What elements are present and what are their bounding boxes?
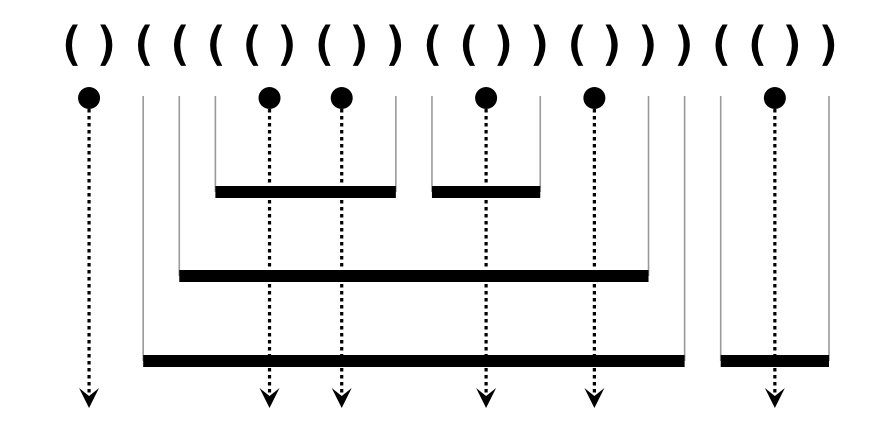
singleton-arrows bbox=[78, 87, 786, 408]
bracket-bar bbox=[179, 270, 649, 282]
close-paren: ) bbox=[815, 17, 843, 71]
open-paren: ( bbox=[707, 17, 735, 71]
close-paren: ) bbox=[779, 17, 807, 71]
open-paren: ( bbox=[418, 17, 446, 71]
bracket-bar bbox=[431, 186, 541, 198]
singleton-marker bbox=[330, 87, 353, 408]
arrowhead-icon bbox=[584, 388, 605, 408]
bracket-bar bbox=[215, 186, 396, 198]
open-paren: ( bbox=[743, 17, 771, 71]
bracket-pair bbox=[431, 96, 542, 198]
close-paren: ) bbox=[93, 17, 121, 71]
arrowhead-icon bbox=[476, 388, 497, 408]
singleton-dot bbox=[258, 87, 281, 109]
close-paren: ) bbox=[671, 17, 699, 71]
close-paren: ) bbox=[382, 17, 410, 71]
close-paren: ) bbox=[599, 17, 627, 71]
close-paren: ) bbox=[490, 17, 518, 71]
close-paren: ) bbox=[346, 17, 374, 71]
singleton-dot bbox=[330, 87, 353, 109]
open-paren: ( bbox=[165, 17, 193, 71]
singleton-dot bbox=[78, 87, 101, 109]
close-paren: ) bbox=[274, 17, 302, 71]
bracket-pair bbox=[142, 96, 686, 367]
singleton-marker bbox=[78, 87, 101, 408]
singleton-marker bbox=[475, 87, 498, 408]
singleton-marker bbox=[258, 87, 281, 408]
nesting-brackets bbox=[142, 96, 830, 367]
bracket-pair bbox=[178, 96, 650, 282]
arrowhead-icon bbox=[259, 388, 280, 408]
arrowhead-icon bbox=[79, 388, 100, 408]
singleton-marker bbox=[763, 87, 786, 408]
singleton-marker bbox=[583, 87, 606, 408]
singleton-dot bbox=[583, 87, 606, 109]
bracket-pair bbox=[214, 96, 397, 198]
singleton-dot bbox=[475, 87, 498, 109]
close-paren: ) bbox=[635, 17, 663, 71]
bracket-bar bbox=[143, 355, 685, 367]
open-paren: ( bbox=[57, 17, 85, 71]
open-paren: ( bbox=[129, 17, 157, 71]
arrowhead-icon bbox=[764, 388, 785, 408]
arrowhead-icon bbox=[331, 388, 352, 408]
open-paren: ( bbox=[310, 17, 338, 71]
singleton-dot bbox=[763, 87, 786, 109]
close-paren: ) bbox=[526, 17, 554, 71]
open-paren: ( bbox=[562, 17, 590, 71]
open-paren: ( bbox=[238, 17, 266, 71]
open-paren: ( bbox=[202, 17, 230, 71]
open-paren: ( bbox=[454, 17, 482, 71]
parenthesis-sequence: ()(((()())(())()))(()) bbox=[57, 17, 843, 71]
